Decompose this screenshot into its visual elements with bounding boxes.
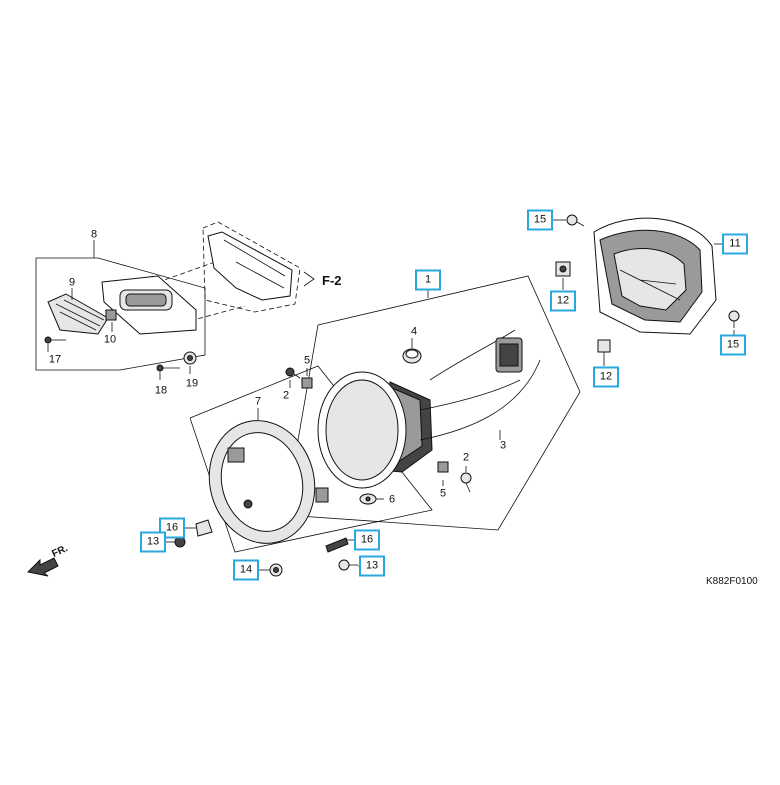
adjuster-part-6 — [359, 493, 377, 505]
label-part-10: 10 — [103, 333, 117, 346]
nut-5-top — [301, 377, 313, 389]
label-part-14: 14 — [233, 559, 259, 581]
label-part-17: 17 — [48, 353, 62, 366]
bolt-15-top — [566, 214, 585, 227]
headlight-unit — [317, 329, 541, 489]
license-lens-part — [47, 293, 109, 335]
headlight-case — [593, 217, 717, 335]
reference-bracket-outline — [202, 221, 301, 313]
label-part-18: 18 — [154, 384, 168, 397]
label-part-12-top: 12 — [550, 290, 576, 312]
clip-16-left — [195, 519, 213, 537]
clip-16-center — [325, 537, 349, 553]
bolt-13-left — [174, 536, 186, 548]
screw-2-top — [285, 367, 301, 379]
bolt-13-center — [338, 559, 358, 571]
label-part-2-top: 2 — [282, 389, 290, 402]
label-part-15-top: 15 — [527, 209, 553, 231]
label-part-8: 8 — [90, 228, 98, 241]
screw-2-lower — [460, 472, 472, 493]
label-part-4: 4 — [410, 325, 418, 338]
label-part-5-top: 5 — [303, 354, 311, 367]
washer-19 — [183, 351, 197, 365]
group-outline-license-light — [35, 257, 206, 371]
reference-arrow — [303, 271, 315, 287]
label-part-6: 6 — [388, 493, 396, 506]
label-part-11: 11 — [722, 233, 748, 255]
label-part-7: 7 — [254, 395, 262, 408]
clip-nut-12-lower — [597, 339, 611, 353]
label-part-1: 1 — [415, 269, 441, 291]
screw-18 — [156, 364, 180, 372]
nut-5-lower — [437, 461, 449, 473]
label-part-15-right: 15 — [720, 334, 746, 356]
label-part-13-left: 13 — [140, 531, 166, 553]
rubber-part-4 — [402, 348, 422, 364]
label-part-5-lower: 5 — [439, 487, 447, 500]
label-part-9: 9 — [68, 276, 76, 289]
label-part-16-center: 16 — [354, 529, 380, 551]
screw-17 — [44, 336, 66, 344]
drawing-code: K882F0100 — [706, 576, 758, 587]
label-part-2-lower: 2 — [462, 451, 470, 464]
grommet-14 — [269, 563, 283, 577]
nut-part-10 — [105, 309, 117, 321]
label-part-13-center: 13 — [359, 555, 385, 577]
front-arrow-icon — [26, 557, 59, 577]
label-part-12-lower: 12 — [593, 366, 619, 388]
reference-label: F-2 — [322, 273, 342, 288]
label-part-19: 19 — [185, 377, 199, 390]
bolt-15-right — [728, 310, 740, 328]
label-part-3: 3 — [499, 439, 507, 452]
bracket-part — [207, 231, 293, 301]
headlight-rim — [208, 420, 329, 544]
